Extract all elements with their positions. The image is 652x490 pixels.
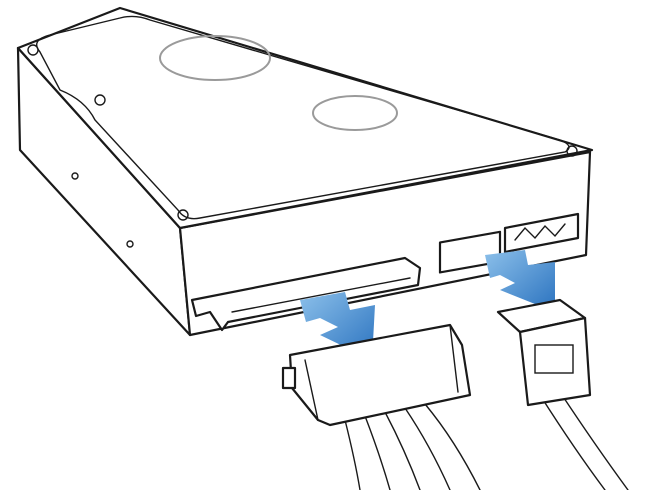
sata-power-cable bbox=[281, 323, 481, 490]
drive-jumper-block bbox=[438, 230, 502, 274]
drive-sata-data-port bbox=[503, 212, 580, 254]
screw-hole bbox=[27, 44, 39, 56]
power-connector-latch bbox=[281, 366, 297, 390]
power-connector-edge bbox=[449, 324, 459, 393]
sata-data-cable bbox=[496, 298, 629, 490]
spindle-label-circle bbox=[159, 35, 271, 81]
power-cable-wires bbox=[344, 403, 481, 490]
screw-hole bbox=[177, 209, 189, 221]
data-cable bbox=[539, 394, 606, 490]
power-connector-edge bbox=[304, 359, 319, 421]
data-connector-label bbox=[534, 344, 574, 374]
hard-drive bbox=[16, 6, 594, 337]
arrow-down-icon bbox=[485, 250, 555, 312]
data-connector-body bbox=[518, 316, 592, 407]
screw-hole bbox=[94, 94, 106, 106]
side-screw-hole bbox=[71, 172, 79, 180]
port-inner-edge bbox=[231, 277, 411, 313]
actuator-label-circle bbox=[312, 95, 398, 131]
port-pins bbox=[514, 223, 566, 241]
side-screw-hole bbox=[126, 240, 134, 248]
drive-sata-power-port bbox=[190, 256, 422, 332]
screw-hole bbox=[566, 145, 578, 157]
power-connector-body bbox=[288, 323, 472, 427]
data-cable bbox=[559, 391, 629, 490]
